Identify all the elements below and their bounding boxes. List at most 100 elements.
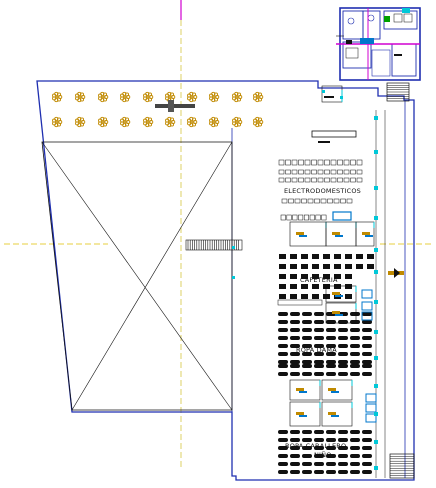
tree-icon [253, 91, 264, 103]
clothing-rack [350, 372, 360, 376]
store-room [355, 221, 375, 247]
cafe-table [279, 284, 286, 289]
clothing-rack [278, 344, 288, 348]
tree-trunk [236, 121, 238, 123]
tree-icon [253, 116, 264, 128]
shelf-unit [278, 159, 285, 166]
fixture [296, 412, 304, 415]
column-marker [232, 276, 235, 279]
clothing-rack [290, 470, 300, 474]
tree-leaf [257, 117, 263, 122]
shelf-unit [337, 159, 343, 166]
room-wall [289, 221, 327, 247]
column-marker [374, 270, 378, 274]
clothing-rack [290, 336, 300, 340]
cafe-table [312, 294, 319, 299]
stair-icon [389, 453, 415, 479]
tree-icon [143, 91, 154, 103]
clothing-rack [290, 312, 300, 316]
cafe-table [312, 274, 319, 279]
column-marker [374, 186, 378, 190]
clothing-rack [350, 462, 360, 466]
fixture [331, 415, 339, 417]
store-rooms [289, 211, 377, 427]
column-marker [374, 356, 378, 360]
cafe-table [334, 284, 341, 289]
shelf-unit [291, 159, 298, 166]
shelf-unit [343, 169, 350, 175]
tree-leaf [169, 117, 175, 122]
cafe-table [290, 274, 297, 279]
label-ropa-dama: ROPA DAMA [296, 346, 337, 354]
clothing-rack [350, 328, 360, 332]
shelf-unit [281, 198, 288, 204]
fixture [335, 314, 343, 316]
tree-leaf [79, 92, 85, 97]
shelf-unit [356, 159, 363, 166]
tree-icon [98, 91, 109, 103]
clothing-rack [350, 352, 360, 356]
tree-icon [52, 116, 63, 128]
clothing-rack [350, 430, 360, 434]
cafe-table [345, 264, 352, 269]
shelf-unit [311, 159, 317, 166]
clothing-rack [290, 446, 300, 450]
shelf-unit [307, 198, 314, 204]
clothing-rack [362, 364, 372, 368]
clothing-rack [326, 446, 336, 450]
tree-leaf [191, 117, 197, 122]
clothing-rack [338, 462, 348, 466]
cafe-table [323, 294, 330, 299]
clothing-rack [362, 312, 372, 316]
clothing-rack [350, 470, 360, 474]
column-marker [374, 216, 378, 220]
shelf-unit [324, 177, 330, 183]
clothing-rack [338, 470, 348, 474]
cafe-table [301, 294, 308, 299]
shelf-unit [321, 214, 327, 221]
clothing-rack [290, 360, 300, 364]
cafe-table [279, 264, 286, 269]
cafe-table [290, 254, 297, 259]
tree-leaf [147, 92, 153, 97]
clothing-rack [326, 462, 336, 466]
clothing-rack [314, 352, 324, 356]
clothing-rack [302, 446, 312, 450]
cafe-table [279, 274, 286, 279]
shelf-unit [286, 214, 292, 221]
clothing-rack [338, 438, 348, 442]
shelf-unit [285, 169, 291, 175]
equipment-box [365, 413, 377, 423]
equipment-box [332, 211, 352, 221]
stair-icon [386, 82, 410, 102]
column-marker [232, 246, 235, 249]
clothing-rack [338, 430, 348, 434]
fixture [296, 232, 304, 235]
tree-icon [143, 116, 154, 128]
shelf-unit [324, 159, 330, 166]
shelf-unit [314, 198, 320, 204]
cafe-table [323, 284, 330, 289]
clothing-rack [314, 344, 324, 348]
cafe-table [279, 254, 286, 259]
clothing-rack [350, 364, 360, 368]
shelf-unit [350, 169, 356, 175]
clothing-rack [362, 462, 372, 466]
clothing-rack [338, 328, 348, 332]
clothing-rack [350, 312, 360, 316]
shelf-unit [280, 214, 286, 221]
tree-leaf [213, 117, 219, 122]
shelf-unit [350, 159, 356, 166]
tree-leaf [102, 117, 108, 122]
clothing-rack [350, 360, 360, 364]
shelf-unit [311, 177, 317, 183]
clothing-rack [326, 372, 336, 376]
tree-trunk [56, 121, 58, 123]
label-ropa-caballero: ROPA CABALLERO [285, 442, 346, 450]
clothing-rack [314, 336, 324, 340]
tree-leaf [124, 117, 130, 122]
shelf-unit [285, 159, 291, 166]
tree-trunk [257, 121, 259, 123]
shelf-unit [337, 177, 343, 183]
clothing-rack [338, 344, 348, 348]
